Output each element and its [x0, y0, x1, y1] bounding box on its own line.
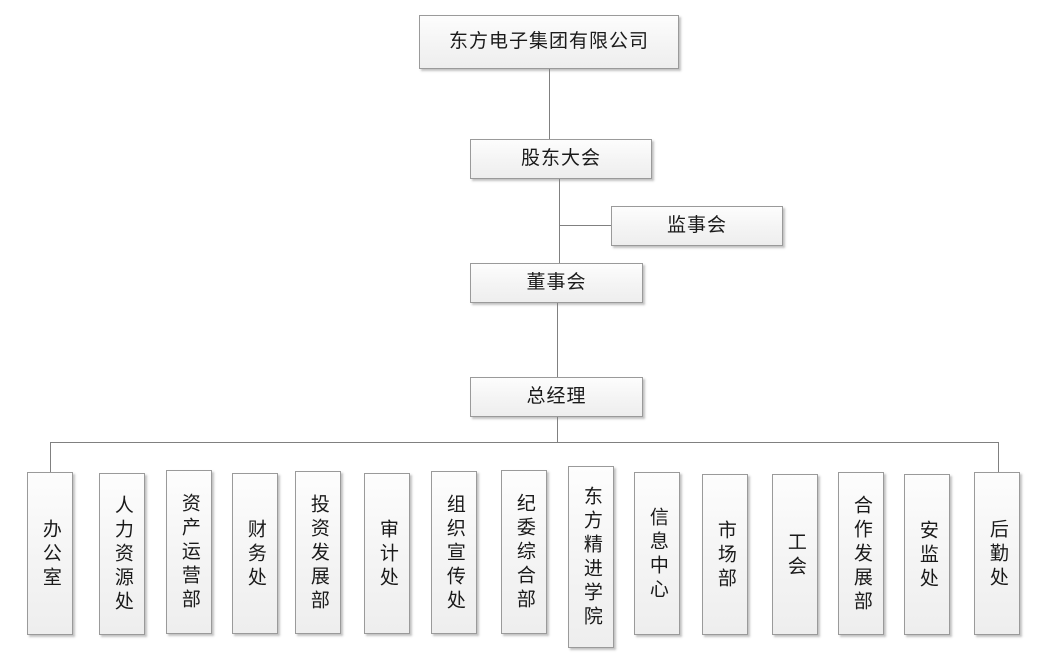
node-department-5[interactable]: 审计处: [364, 473, 410, 634]
node-department-11[interactable]: 工会: [772, 474, 818, 635]
node-department-12-label: 合作发展部: [850, 494, 872, 615]
connector-directors-to-manager: [557, 303, 558, 377]
node-general-manager-label: 总经理: [526, 386, 587, 408]
node-department-4[interactable]: 投资发展部: [295, 471, 341, 634]
node-department-7[interactable]: 纪委综合部: [501, 470, 547, 634]
connector-manager-to-bus: [557, 417, 558, 442]
node-company-label: 东方电子集团有限公司: [448, 31, 649, 53]
node-department-8-label: 东方精进学院: [580, 486, 602, 630]
node-department-3[interactable]: 财务处: [232, 473, 278, 634]
node-company[interactable]: 东方电子集团有限公司: [419, 15, 679, 69]
node-shareholders[interactable]: 股东大会: [470, 139, 652, 179]
node-department-2[interactable]: 资产运营部: [166, 470, 212, 634]
node-department-0-label: 办公室: [39, 518, 61, 591]
node-department-9-label: 信息中心: [646, 506, 668, 603]
node-department-11-label: 工会: [784, 531, 806, 580]
connector-spine-to-supervisors: [559, 225, 611, 226]
node-department-10[interactable]: 市场部: [702, 474, 748, 635]
node-general-manager[interactable]: 总经理: [470, 377, 643, 417]
node-department-10-label: 市场部: [714, 519, 736, 592]
node-department-13-label: 安监处: [916, 519, 938, 592]
node-department-14[interactable]: 后勤处: [974, 472, 1020, 635]
node-department-14-label: 后勤处: [986, 518, 1008, 591]
node-department-2-label: 资产运营部: [178, 493, 200, 613]
node-supervisors-label: 监事会: [666, 215, 727, 237]
node-department-4-label: 投资发展部: [307, 493, 329, 614]
connector-department-bus: [50, 442, 999, 443]
node-supervisors[interactable]: 监事会: [611, 206, 783, 246]
node-shareholders-label: 股东大会: [520, 148, 601, 170]
node-department-6-label: 组织宣传处: [443, 493, 465, 614]
node-department-1-label: 人力资源处: [111, 495, 133, 615]
node-department-8[interactable]: 东方精进学院: [568, 466, 614, 648]
node-department-7-label: 纪委综合部: [513, 493, 535, 613]
node-directors[interactable]: 董事会: [470, 263, 643, 303]
node-department-5-label: 审计处: [376, 518, 398, 591]
node-department-6[interactable]: 组织宣传处: [431, 471, 477, 634]
node-department-9[interactable]: 信息中心: [634, 472, 680, 635]
node-department-12[interactable]: 合作发展部: [838, 472, 884, 635]
connector-bus-to-first-department: [50, 442, 51, 472]
connector-company-to-shareholders: [549, 69, 550, 139]
node-department-0[interactable]: 办公室: [27, 472, 73, 635]
node-department-13[interactable]: 安监处: [904, 474, 950, 635]
node-directors-label: 董事会: [526, 272, 587, 294]
connector-bus-to-last-department: [998, 442, 999, 472]
connector-shareholders-to-directors: [559, 179, 560, 263]
node-department-1[interactable]: 人力资源处: [99, 473, 145, 635]
node-department-3-label: 财务处: [244, 518, 266, 591]
